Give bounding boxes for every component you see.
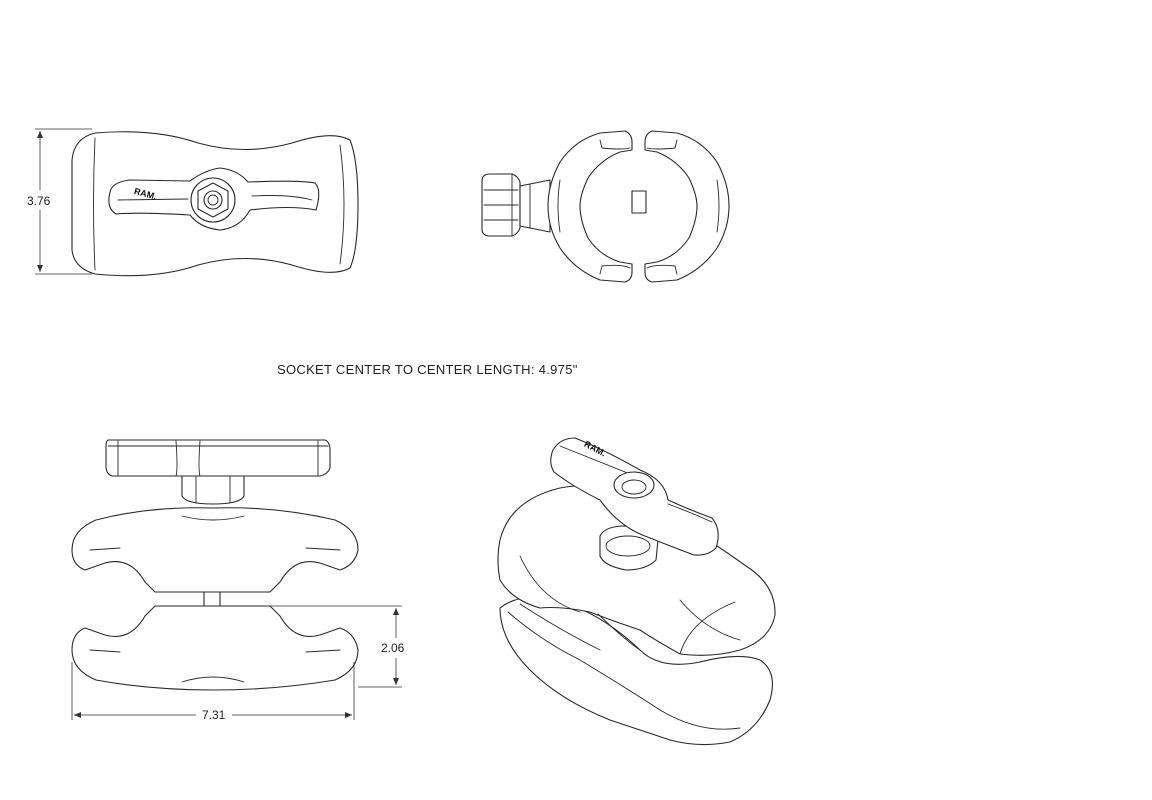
dimension-label-width: 7.31	[202, 708, 226, 722]
dimension-label-height: 3.76	[27, 194, 51, 208]
width-dimension-731: 7.31	[71, 662, 355, 722]
height-dimension-206: 2.06	[270, 605, 405, 688]
side-view	[71, 439, 359, 691]
socket-length-note: SOCKET CENTER TO CENTER LENGTH: 4.975"	[277, 362, 578, 377]
top-view: RAM.	[71, 131, 359, 277]
isometric-view: RAM.	[497, 437, 776, 746]
dimension-label-clamp-height: 2.06	[381, 641, 405, 655]
height-dimension-376: 3.76	[27, 128, 92, 275]
end-view	[481, 130, 730, 283]
